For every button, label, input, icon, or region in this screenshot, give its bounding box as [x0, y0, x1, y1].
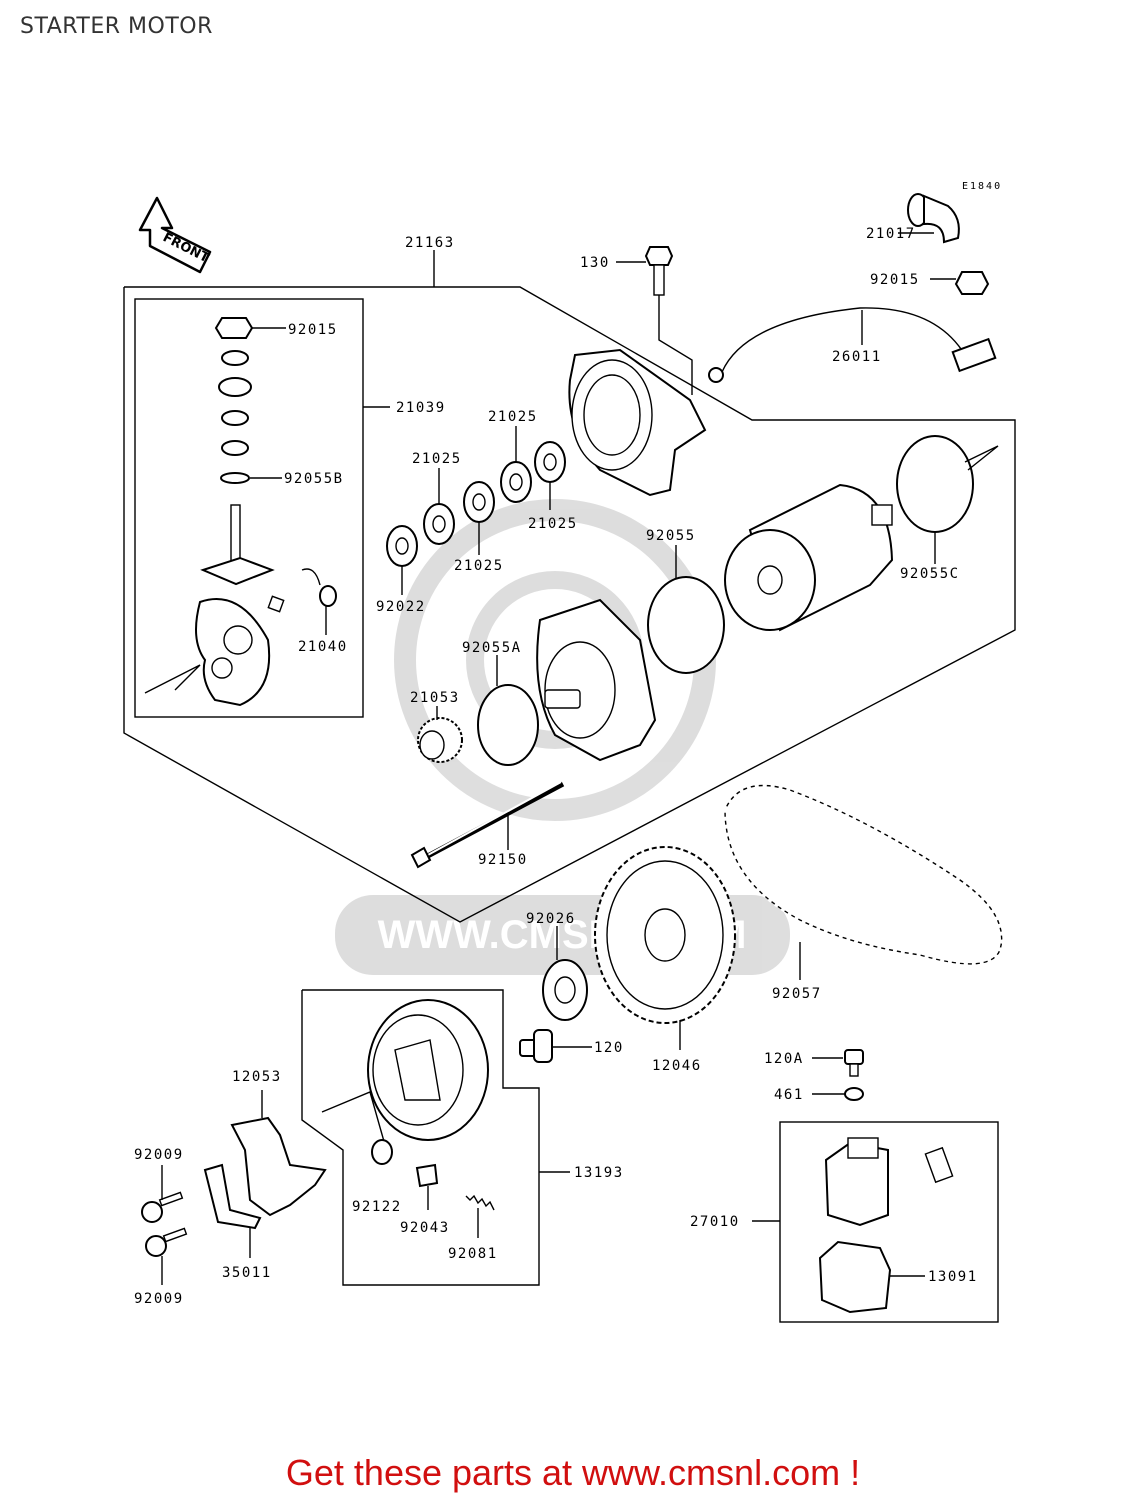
washer-92026 [542, 926, 588, 1021]
plate-12053 [230, 1090, 327, 1217]
terminal-bolt [200, 504, 275, 586]
washer-21025-a [423, 468, 455, 545]
bracket-35011 [203, 1163, 262, 1258]
brush-plate [195, 598, 271, 707]
relay-cover-13091 [818, 1240, 925, 1314]
spring-92081 [465, 1194, 495, 1238]
label-21163: 21163 [405, 235, 455, 251]
label-27010: 27010 [690, 1214, 740, 1230]
label-92009-top: 92009 [134, 1147, 184, 1163]
starter-clutch-group-box [301, 989, 540, 1286]
label-26011: 26011 [832, 349, 882, 365]
washer-21025-d [534, 441, 566, 510]
o-ring-92055b [220, 472, 282, 484]
cable-26011 [708, 307, 997, 383]
assembly-outline-21163 [123, 286, 1016, 923]
rubber-cap-21017 [898, 193, 960, 244]
label-92055b: 92055B [284, 471, 344, 487]
chain-92057 [723, 784, 1004, 980]
bolt-120a [812, 1049, 864, 1077]
brush-holder-group-box [134, 298, 364, 718]
label-21025-right: 21025 [528, 516, 578, 532]
starter-yoke [724, 483, 894, 632]
label-21039: 21039 [396, 400, 446, 416]
washer-3 [221, 410, 249, 426]
footer-link[interactable]: Get these parts at www.cmsnl.com ! [285, 1452, 861, 1493]
label-92009-bottom: 92009 [134, 1291, 184, 1307]
washer-4 [221, 440, 249, 456]
o-ring-92055a [477, 655, 539, 766]
label-92055a: 92055A [462, 640, 522, 656]
o-ring-92055 [647, 545, 725, 674]
nut-92015-right [930, 271, 990, 295]
washer-21025-b [463, 481, 495, 555]
label-92015-right: 92015 [870, 272, 920, 288]
sprocket-12046 [594, 846, 736, 1050]
starter-clutch [321, 999, 489, 1146]
label-12053: 12053 [232, 1069, 282, 1085]
label-120: 120 [594, 1040, 624, 1056]
washer-461 [812, 1087, 864, 1101]
front-arrow-icon: FRONT [138, 196, 211, 274]
label-21040: 21040 [298, 639, 348, 655]
label-92055c: 92055C [900, 566, 960, 582]
roller-92122 [371, 1139, 393, 1165]
label-21025-bottom: 21025 [454, 558, 504, 574]
bolt-130 [616, 246, 693, 395]
washer-2 [218, 377, 252, 397]
o-ring-92055c [896, 435, 999, 564]
relay-group-box [779, 1121, 999, 1323]
label-21053: 21053 [410, 690, 460, 706]
diagram-code: E1840 [962, 181, 1002, 192]
label-21025-top: 21025 [488, 409, 538, 425]
label-92122: 92122 [352, 1199, 402, 1215]
label-92081: 92081 [448, 1246, 498, 1262]
label-12046: 12046 [652, 1058, 702, 1074]
brush-spring-21040 [267, 568, 337, 635]
label-120a: 120A [764, 1051, 804, 1067]
bolt-120 [519, 1029, 592, 1063]
gear-21053 [417, 706, 463, 763]
label-21017: 21017 [866, 226, 916, 242]
nut-92015-left [214, 317, 286, 339]
label-92043: 92043 [400, 1220, 450, 1236]
long-bolt-92150 [410, 781, 565, 869]
label-92055: 92055 [646, 528, 696, 544]
label-92026: 92026 [526, 911, 576, 927]
label-13193: 13193 [574, 1165, 624, 1181]
washer-1 [221, 350, 249, 366]
bolt-92009-b [145, 1227, 188, 1285]
label-461: 461 [774, 1087, 804, 1103]
starter-front-cover [536, 598, 657, 762]
label-92057: 92057 [772, 986, 822, 1002]
page-title: STARTER MOTOR [20, 14, 213, 39]
relay-27010 [824, 1137, 954, 1227]
starter-end-cover [568, 348, 707, 497]
label-92150: 92150 [478, 852, 528, 868]
label-130: 130 [580, 255, 610, 271]
bolt-92009-a [141, 1165, 184, 1223]
label-21025-left: 21025 [412, 451, 462, 467]
plunger-92043 [415, 1163, 439, 1210]
washer-21025-c [500, 426, 532, 503]
label-92015-left: 92015 [288, 322, 338, 338]
label-92022: 92022 [376, 599, 426, 615]
washer-92022 [386, 525, 418, 595]
label-35011: 35011 [222, 1265, 272, 1281]
label-13091: 13091 [928, 1269, 978, 1285]
